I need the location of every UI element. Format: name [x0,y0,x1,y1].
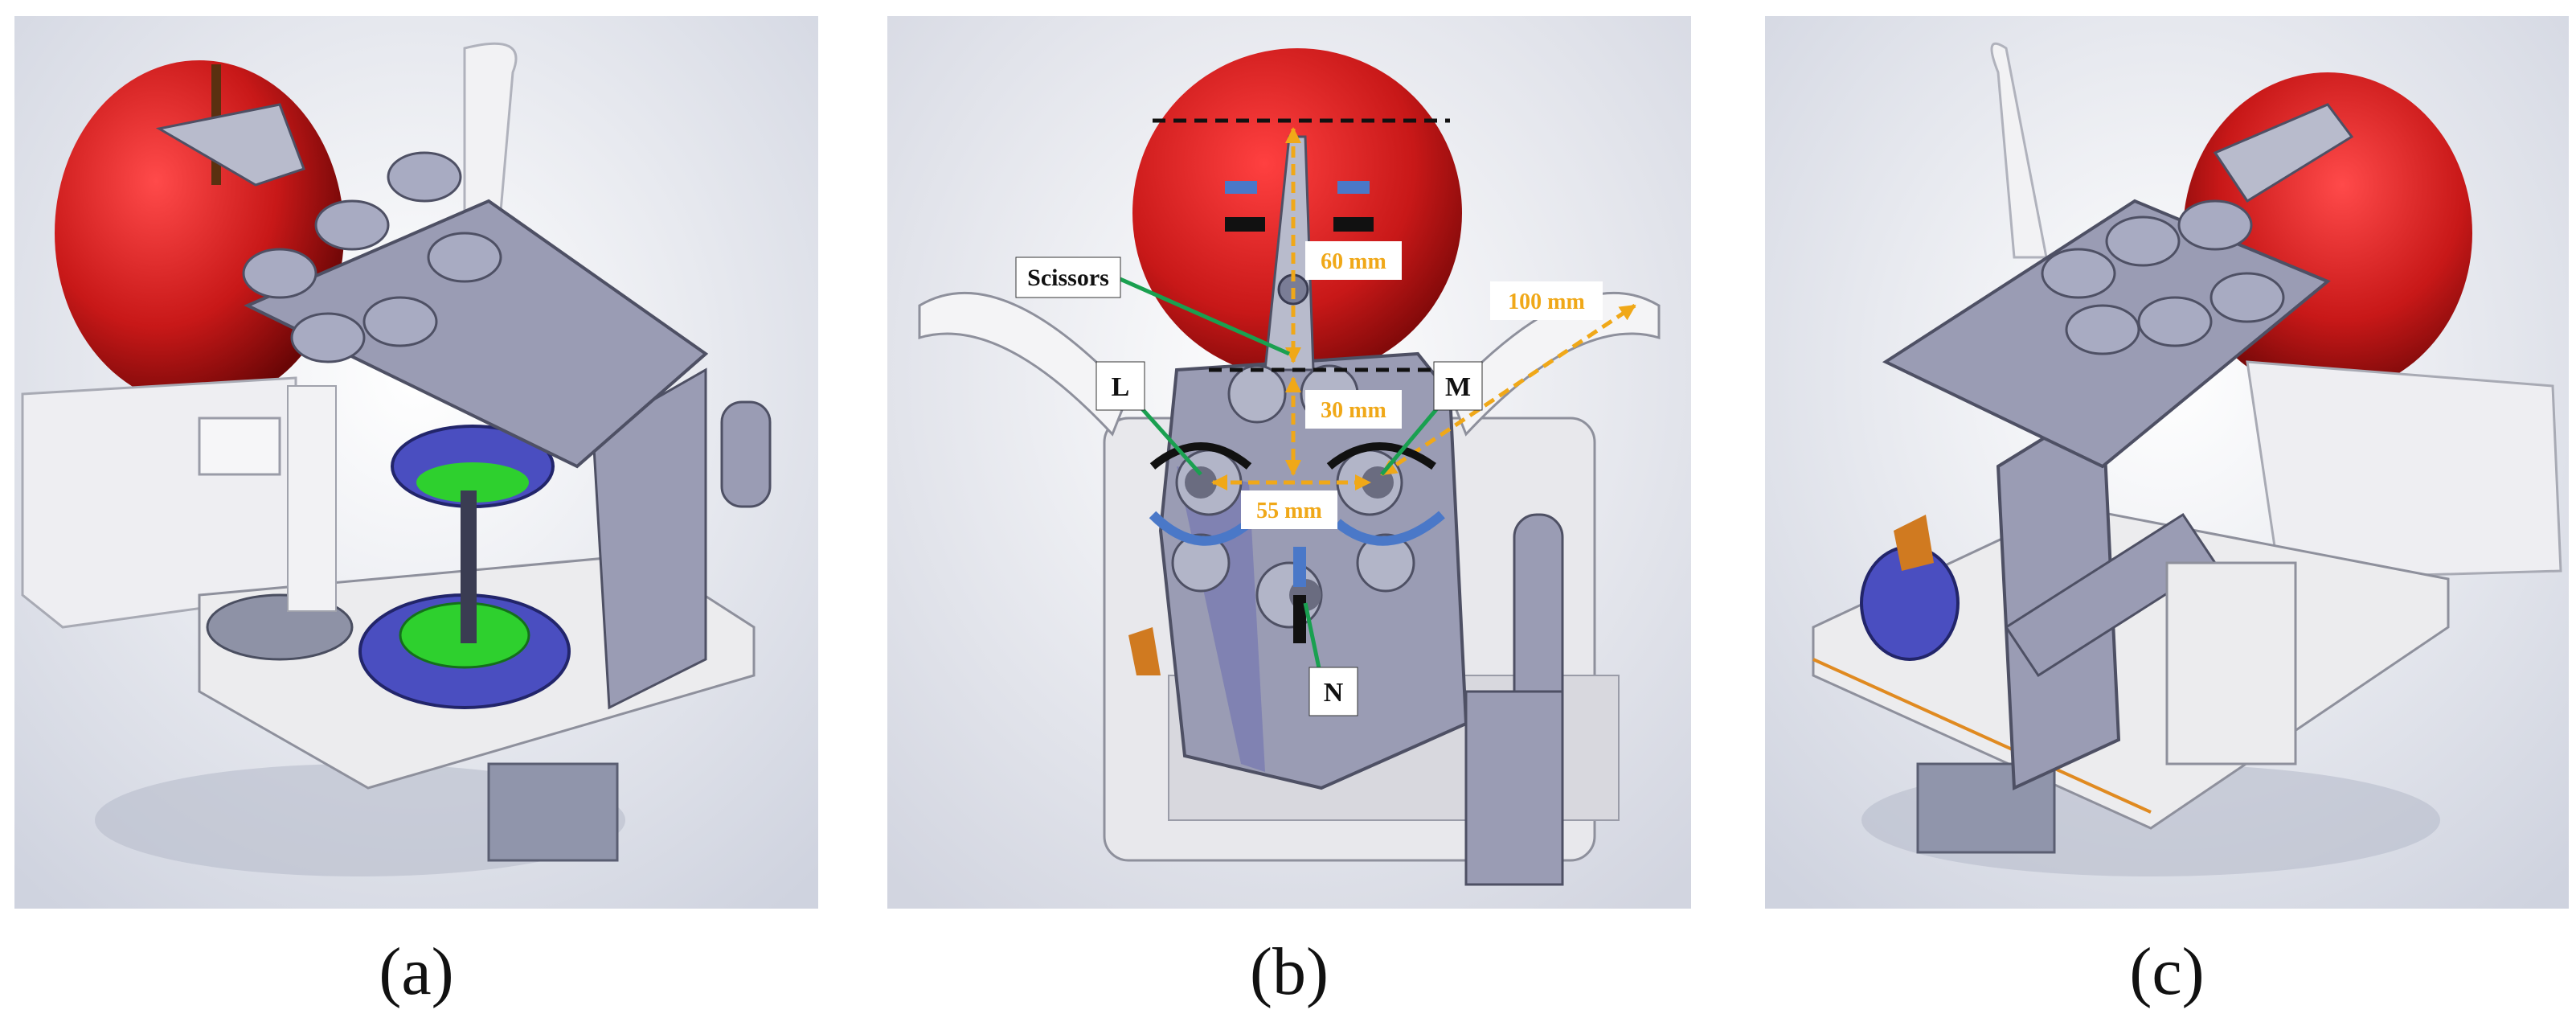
dim-label-100: 100 mm [1508,289,1585,314]
blade-arrow-black-left [1225,217,1265,232]
top-plate [244,199,709,469]
label-scissors: Scissors [1027,265,1109,291]
label-box-m [1433,361,1483,411]
n-arrow-black [1293,595,1306,643]
leader-scissors [1115,275,1291,356]
dim-line-100 [1380,303,1636,477]
blade-arrow-black-right [1333,217,1374,232]
rotation-arrow-m-blue [1334,511,1445,546]
white-column [287,385,337,612]
panel-b-render: Scissors L M N 60 mm 30 mm 55 mm 100 mm [887,16,1691,909]
orange-clip [1894,515,1934,571]
dim-label-30: 30 mm [1321,398,1386,423]
label-box-l [1096,361,1145,411]
scissors [2213,103,2354,203]
gear-green-upper [416,462,529,503]
link-chain [242,151,502,363]
leader-m [1380,396,1448,476]
left-guard-arm [918,291,1130,437]
caption-a: (a) [379,934,454,1009]
label-m: M [1445,372,1471,402]
caption-c: (c) [2129,934,2205,1009]
link-arm [720,400,772,508]
guard-rail [1990,42,2048,259]
orange-clip [1128,627,1161,675]
scissors [155,103,305,187]
leader-l [1131,396,1202,476]
dim-label-60: 60 mm [1321,249,1386,274]
panel-b: Scissors L M N 60 mm 30 mm 55 mm 100 mm [887,16,1691,909]
caption-b: (b) [1250,934,1329,1009]
panel-c-render [1765,16,2569,909]
bracket-lower [1464,690,1564,886]
panel-a-render [14,16,818,909]
shaft [461,490,477,643]
side-window [198,417,281,476]
dim-label-55: 55 mm [1256,499,1322,523]
label-box-scissors [1015,257,1121,298]
dim-box-100 [1490,281,1603,320]
front-bracket [2165,561,2297,765]
dim-box-55 [1241,490,1337,529]
motor-housing [487,762,619,862]
right-bracket [592,367,707,710]
pivot-l [1185,466,1217,499]
label-n: N [1324,678,1344,708]
dim-box-60 [1305,241,1402,280]
rotation-arrow-m-black [1326,442,1436,470]
rotation-arrow-l-blue [1149,511,1252,546]
rotation-arrow-l-black [1149,442,1252,470]
panel-a [14,16,818,909]
link-chain [2041,199,2285,355]
base-edge-orange [1812,658,2152,814]
side-plate [2246,360,2562,581]
panel-c [1765,16,2569,909]
label-l: L [1112,372,1130,402]
guard-rail [463,42,518,259]
blade-arrow-blue-left [1225,181,1257,194]
dim-box-30 [1305,390,1402,429]
label-box-n [1308,667,1358,716]
n-arrow-blue [1293,547,1306,587]
blade-arrow-blue-right [1337,181,1370,194]
leader-n [1303,602,1324,680]
